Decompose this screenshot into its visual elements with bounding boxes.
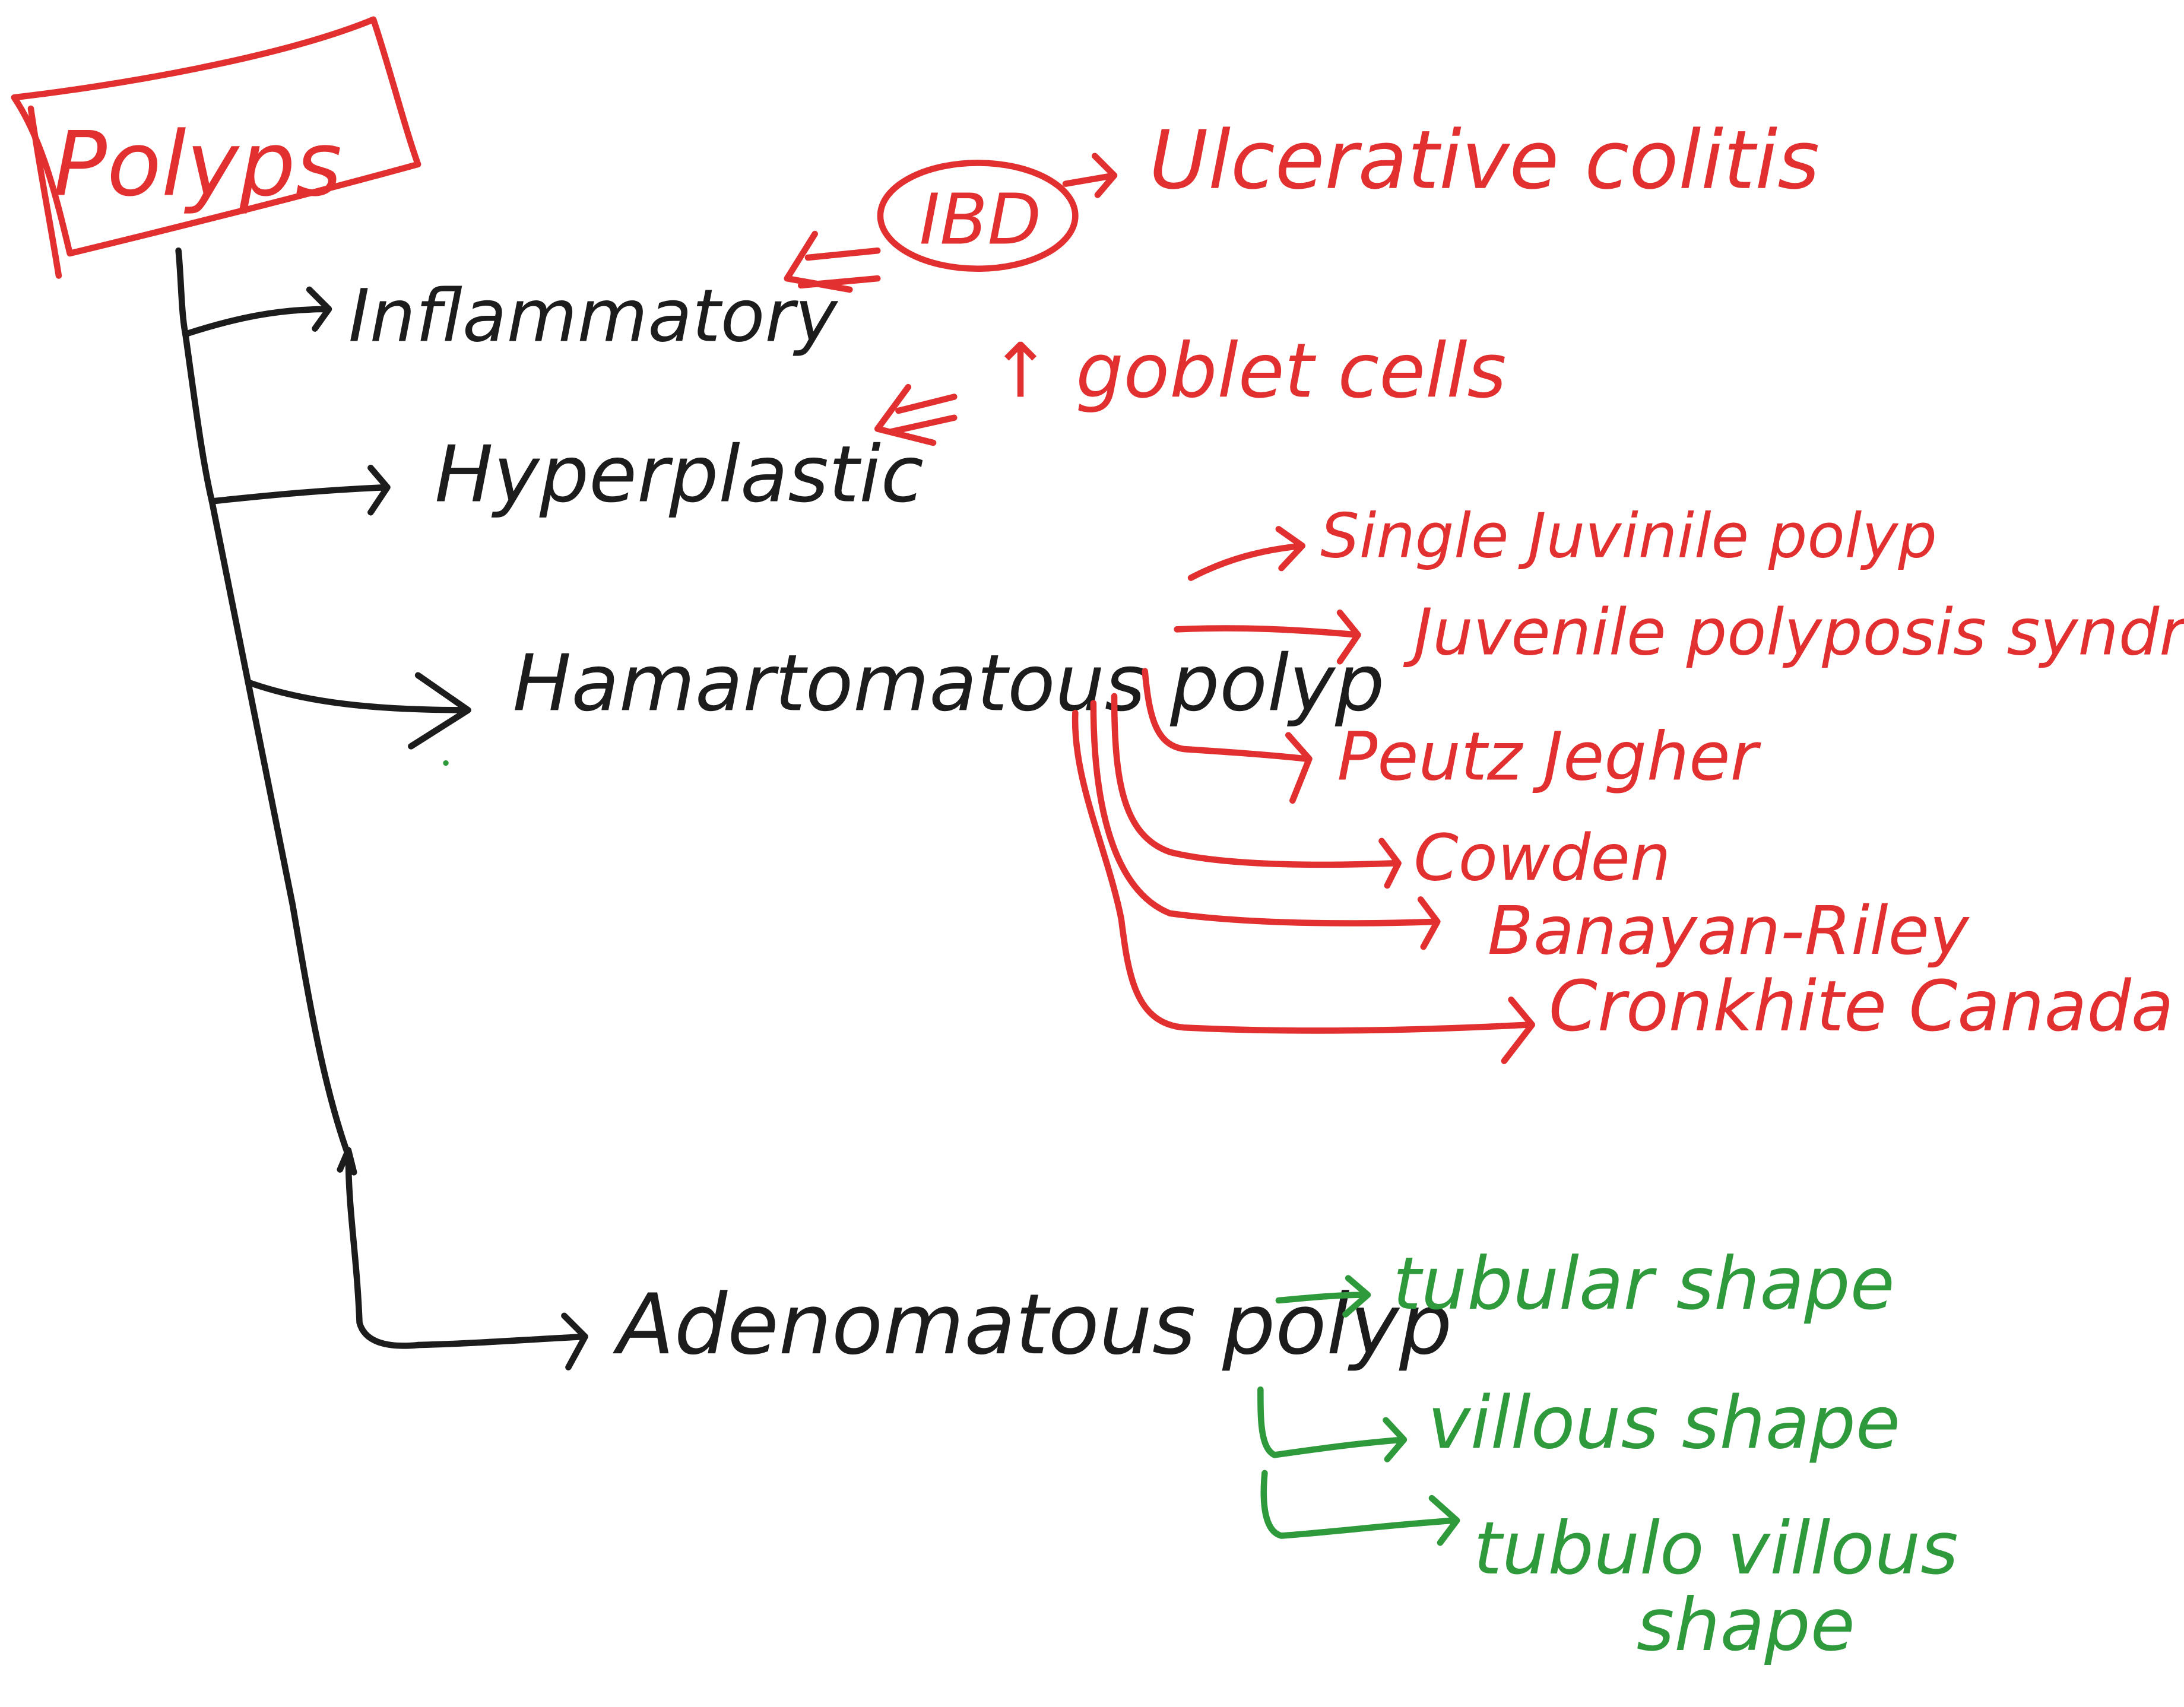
hyperplastic-label: Hyperplastic (435, 429, 924, 520)
arrow-villous (1257, 1386, 1408, 1462)
hamartomatous-type: Peutz Jegher (1337, 718, 1761, 796)
arrow-hyperplastic (208, 464, 391, 516)
inflammatory-label: Inflammatory (348, 274, 839, 358)
arrow-cowden (1111, 693, 1402, 889)
arrow-adenomatous (414, 1312, 588, 1370)
trunk-line (175, 247, 421, 1349)
arrow-peutz-jeghers (1142, 668, 1313, 804)
root-box (11, 16, 421, 257)
hamartomatous-type: Banayan-Riley (1488, 891, 1970, 970)
root-node: Polyps (11, 16, 421, 279)
adenomatous-type-continued: shape (1637, 1583, 1855, 1667)
arrow-ibd-to-inflammatory (784, 230, 881, 293)
arrow-hamartomatous (245, 672, 471, 750)
adenomatous-label: Adenomatous polyp (613, 1276, 1453, 1373)
root-label: Polyps (53, 113, 342, 216)
arrow-bannayan-riley (1090, 700, 1441, 950)
adenomatous-type: tubulo villous (1473, 1506, 1958, 1591)
arrow-goblet-to-hyperplastic (874, 383, 958, 446)
arrow-ibd-to-uc (1062, 153, 1118, 198)
ulcerative-colitis-label: Ulcerative colitis (1149, 114, 1820, 208)
arrow-single-juvenile (1187, 526, 1306, 581)
arrow-inflammatory (182, 286, 332, 338)
arrow-tubulovillous (1260, 1470, 1460, 1546)
hamartomatous-type: Cowden (1413, 821, 1671, 896)
ibd-label: IBD (920, 179, 1041, 261)
arrow-tubular (1275, 1275, 1371, 1318)
hamartomatous-label: Hamartomatous polyp (513, 637, 1385, 728)
adenomatous-type: villous shape (1428, 1381, 1900, 1465)
goblet-cells-label: ↑ goblet cells (989, 327, 1507, 415)
arrow-juvenile-polyposis (1174, 609, 1361, 665)
hamartomatous-type: Single Juvinile polyp (1320, 500, 1937, 572)
hamartomatous-type: Juvenile polyposis syndrome (1403, 596, 2184, 670)
hamartomatous-type: Cronkhite Canada (1549, 966, 2174, 1047)
ibd-circle (877, 160, 1079, 272)
arrow-cronkhite-canada (1072, 709, 1536, 1064)
adenomatous-type: tubular shape (1393, 1242, 1894, 1326)
